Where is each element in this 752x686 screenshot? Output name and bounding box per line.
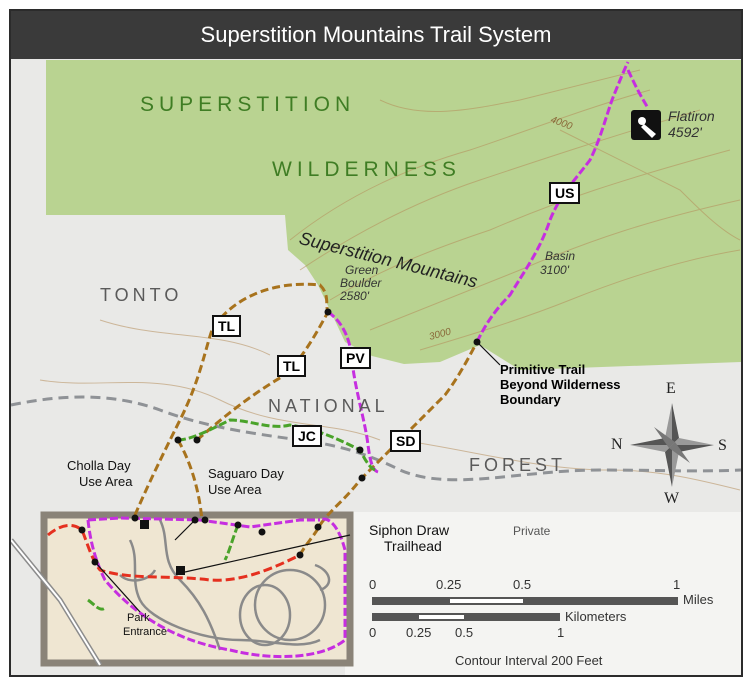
green-boulder-elevation: 2580' [340, 289, 369, 303]
map-title: Superstition Mountains Trail System [11, 11, 741, 59]
compass-east: E [666, 380, 676, 397]
flatiron-elevation: 4592' [668, 124, 702, 140]
km-tick-0: 0 [369, 625, 377, 640]
miles-tick-025: 0.25 [436, 577, 462, 592]
compass-west: W [664, 490, 680, 507]
trail-jc [87, 418, 376, 611]
compass-north: N [611, 436, 623, 453]
basin-elevation: 3100' [540, 263, 569, 277]
primitive-trail-line2: Beyond Wilderness [500, 377, 621, 392]
siphon-leader [184, 534, 351, 573]
trail-red [47, 523, 301, 582]
miles-unit: Miles [683, 592, 714, 607]
wilderness-area [46, 60, 741, 370]
trail-us-pv [86, 61, 650, 659]
park-entrance-line2: Entrance [123, 626, 168, 638]
cholla-label-line2: Use Area [79, 474, 133, 489]
flatiron-name: Flatiron [668, 108, 715, 124]
siphon-label-line2: Trailhead [384, 538, 442, 554]
miles-scale-bar [372, 597, 678, 605]
miles-tick-0: 0 [369, 577, 377, 592]
siphon-label-line1: Siphon Draw [369, 522, 450, 538]
primitive-trail-line1: Primitive Trail [500, 362, 586, 377]
miles-tick-1: 1 [673, 577, 681, 592]
km-tick-05: 0.5 [455, 625, 474, 640]
miles-tick-05: 0.5 [513, 577, 532, 592]
national-label: NATIONAL [268, 396, 389, 416]
wilderness-label-line1: SUPERSTITION [140, 93, 356, 116]
siphon-draw-trailhead-marker [176, 566, 185, 575]
park-entrance-leader [94, 561, 141, 613]
flatiron-peak-icon [631, 110, 661, 140]
cholla-use-area-marker [140, 520, 149, 529]
entrance-road-inner [10, 539, 101, 666]
compass-south: S [718, 437, 727, 454]
trail-badge-jc: JC [292, 425, 322, 447]
green-boulder-line1: Green [345, 263, 379, 277]
kilometers-scale-bar [372, 613, 560, 621]
private-land [345, 512, 741, 675]
contour-lines [39, 69, 741, 491]
park-entrance-line1: Park [127, 612, 150, 624]
compass-rose-icon [630, 403, 714, 487]
trail-badge-tl-lower: TL [277, 355, 307, 377]
trail-junctions [78, 308, 481, 566]
primitive-leader [476, 341, 501, 366]
basin-name: Basin [545, 249, 576, 263]
km-unit: Kilometers [565, 609, 627, 624]
wilderness-label-line2: WILDERNESS [272, 158, 461, 181]
cholla-label-line1: Cholla Day [67, 458, 131, 473]
contour-interval: Contour Interval 200 Feet [455, 653, 603, 668]
green-boulder-line2: Boulder [340, 276, 382, 290]
primitive-trail-line3: Boundary [500, 392, 561, 407]
tonto-label: TONTO [100, 285, 183, 305]
private-label: Private [513, 524, 551, 538]
trail-badge-tl-upper: TL [212, 315, 242, 337]
map-frame [9, 9, 743, 677]
saguaro-label-line2: Use Area [208, 482, 262, 497]
trail-badge-pv: PV [340, 347, 371, 369]
km-tick-1: 1 [557, 625, 565, 640]
trail-badge-us: US [549, 182, 581, 204]
forest-label: FOREST [469, 455, 567, 475]
saguaro-label-line1: Saguaro Day [208, 466, 284, 481]
trail-badge-sd: SD [390, 430, 422, 452]
park-roads [119, 519, 331, 651]
forest-boundary-road [10, 395, 742, 482]
km-tick-025: 0.25 [406, 625, 432, 640]
saguaro-leader [174, 519, 196, 541]
